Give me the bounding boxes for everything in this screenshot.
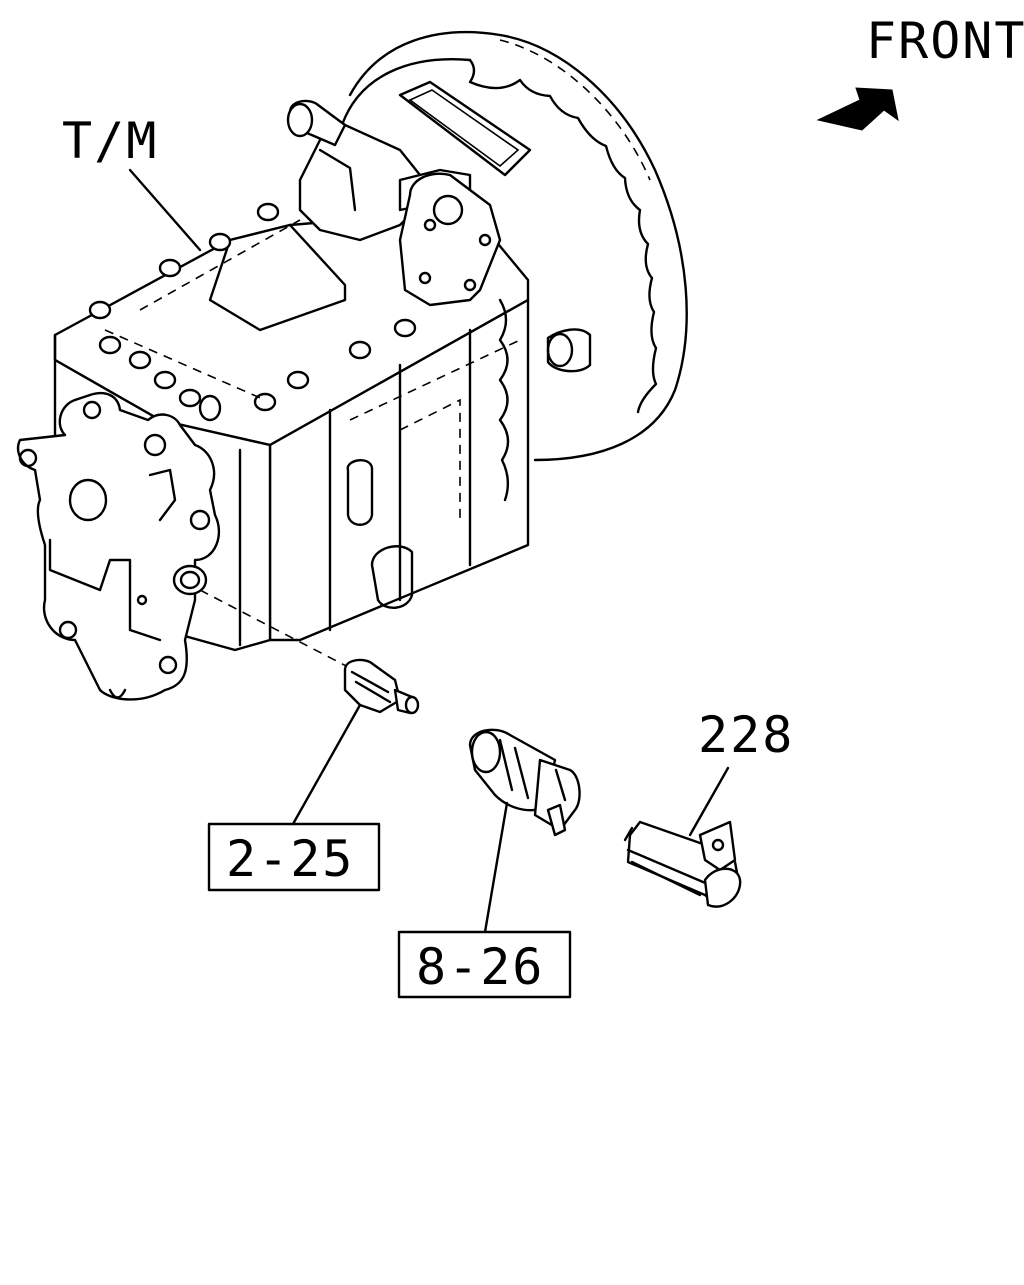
ref-box-2-25 [207, 822, 381, 892]
inspection-slot [346, 459, 374, 526]
transmission-assembly [16, 30, 688, 701]
leader-228 [688, 766, 730, 837]
bell-housing [340, 30, 688, 462]
rear-cover [16, 391, 221, 701]
front-label: FRONT [866, 12, 1024, 70]
mount-boss [370, 545, 414, 609]
transmission-label: T/M [62, 112, 158, 170]
install-path-line [199, 589, 351, 669]
ref-2-25-label: 2-25 [226, 830, 354, 888]
tm-leader-line [128, 168, 202, 252]
switch-part-2-25 [343, 658, 420, 715]
part-228-label: 228 [698, 706, 794, 764]
ref-box-8-26 [397, 930, 572, 999]
ref-8-26-label: 8-26 [416, 938, 544, 996]
switch-part-8-26 [468, 728, 581, 837]
bracket-part-228 [623, 820, 742, 908]
leader-8-26 [483, 801, 509, 934]
top-bolts [88, 202, 417, 422]
leader-2-25 [291, 703, 362, 826]
shift-tower [208, 99, 502, 332]
direction-arrow-icon [816, 87, 899, 131]
